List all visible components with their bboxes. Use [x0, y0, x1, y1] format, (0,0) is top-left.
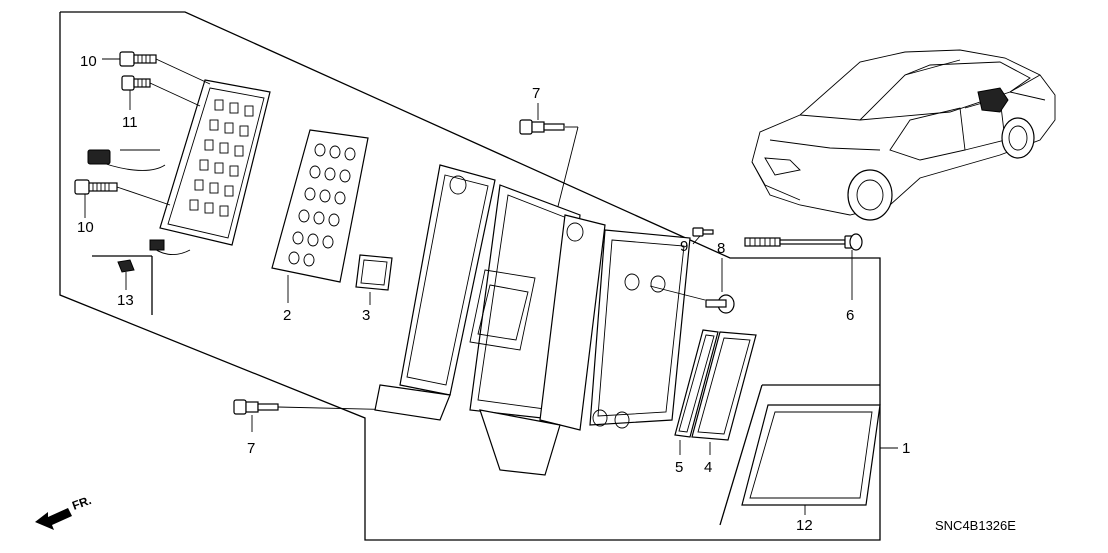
callout-11: 11	[122, 114, 138, 131]
callout-12: 12	[796, 517, 813, 534]
callout-9: 9	[680, 238, 688, 255]
callout-10-lower: 10	[77, 219, 94, 236]
long-bolt-6	[744, 233, 863, 300]
arrow-left-icon	[35, 508, 72, 530]
control-board	[87, 58, 271, 256]
callout-5: 5	[675, 459, 683, 476]
battery-module-frame	[374, 164, 706, 476]
callout-4: 4	[704, 459, 712, 476]
seal-4	[691, 331, 757, 455]
seal-5	[674, 329, 719, 455]
callout-7-upper: 7	[532, 85, 540, 102]
callouts: 10 11 10 13 2 3 7 7 9 8 6 1 5 4 12	[77, 53, 910, 534]
assembly-boundary	[59, 11, 881, 541]
vehicle-locator-illustration	[751, 49, 1056, 221]
callout-1: 1	[902, 440, 910, 457]
front-label: FR.	[70, 493, 93, 513]
front-direction-indicator: FR.	[35, 493, 93, 530]
cover-plate-12	[719, 384, 898, 526]
callout-8: 8	[717, 240, 725, 257]
callout-6: 6	[846, 307, 854, 324]
bolt-8	[705, 258, 735, 314]
callout-13: 13	[117, 292, 134, 309]
screw-9	[692, 227, 714, 245]
callout-10-upper: 10	[80, 53, 97, 70]
diagram-code: SNC4B1326E	[935, 518, 1016, 533]
callout-2: 2	[283, 307, 291, 324]
clip-13	[92, 255, 153, 315]
bolt-10-upper	[102, 51, 157, 67]
gasket-3	[355, 254, 393, 305]
bolt-7-upper	[519, 103, 579, 259]
bolt-10-lower	[74, 179, 118, 218]
callout-3: 3	[362, 307, 370, 324]
screw-11	[121, 75, 151, 110]
callout-7-lower: 7	[247, 440, 255, 457]
perforated-plate-2	[271, 129, 369, 303]
